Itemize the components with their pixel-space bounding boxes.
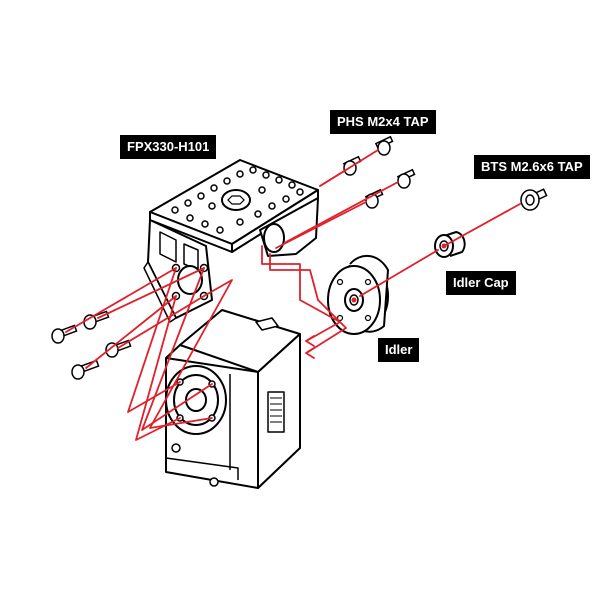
idler bbox=[327, 254, 390, 335]
phs-screws bbox=[342, 135, 416, 209]
idler-label: Idler bbox=[378, 338, 420, 362]
bracket-top-holes bbox=[171, 166, 304, 234]
bracket-label: FPX330-H101 bbox=[120, 135, 217, 159]
idler-cap bbox=[434, 230, 466, 258]
idler-center bbox=[351, 297, 357, 303]
servo-screws bbox=[51, 310, 132, 380]
assembly-paths bbox=[65, 149, 521, 441]
bts-screw bbox=[520, 188, 548, 211]
phs-screw-3 bbox=[396, 168, 416, 189]
servo-screw-3 bbox=[71, 359, 100, 380]
phs-screw-label: PHS M2x4 TAP bbox=[330, 110, 436, 134]
bts-screw-label: BTS M2.6x6 TAP bbox=[474, 155, 590, 179]
phs-screw-1 bbox=[374, 135, 394, 156]
idler-cap-label: Idler Cap bbox=[446, 271, 516, 295]
idler-cap-center bbox=[441, 243, 447, 249]
servo-mount-holes bbox=[171, 443, 219, 487]
